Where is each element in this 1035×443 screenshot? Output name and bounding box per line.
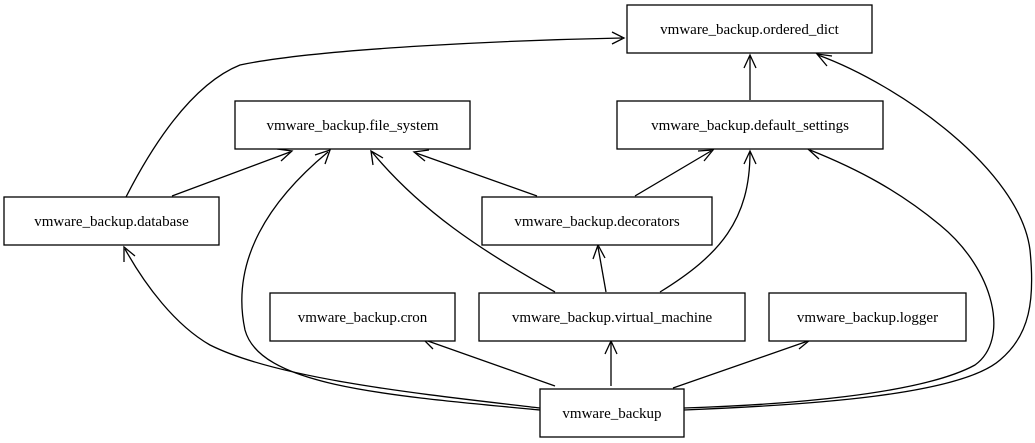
arrowhead-ordered-dict-bottom bbox=[743, 53, 757, 69]
edge-virtual-machine-to-default-settings bbox=[659, 151, 751, 293]
edge-virtual-machine-to-decorators bbox=[597, 246, 607, 293]
node-file-system[interactable]: vmware_backup.file_system bbox=[234, 100, 471, 150]
node-database[interactable]: vmware_backup.database bbox=[3, 196, 220, 246]
edge-virtual-machine-to-file-system bbox=[371, 151, 556, 293]
edge-root-to-cron bbox=[424, 339, 556, 387]
arrowhead-file-system-b bbox=[412, 149, 430, 162]
node-default-settings[interactable]: vmware_backup.default_settings bbox=[616, 100, 884, 150]
arrowhead-database bbox=[123, 245, 136, 262]
node-label-ordered-dict: vmware_backup.ordered_dict bbox=[660, 22, 840, 38]
node-label-database: vmware_backup.database bbox=[34, 214, 189, 230]
edges bbox=[123, 31, 1033, 411]
edge-root-to-default-settings bbox=[683, 149, 995, 409]
node-logger[interactable]: vmware_backup.logger bbox=[768, 292, 967, 342]
node-label-logger: vmware_backup.logger bbox=[797, 310, 938, 326]
edge-decorators-to-file-system bbox=[415, 152, 538, 197]
edge-root-to-logger bbox=[672, 340, 809, 389]
arrowhead-default-settings-b bbox=[743, 149, 757, 165]
edge-database-to-ordered-dict bbox=[125, 37, 623, 198]
nodes: vmware_backup.ordered_dict vmware_backup… bbox=[3, 4, 967, 438]
arrowhead-default-settings-a bbox=[697, 149, 715, 162]
arrowhead-ordered-dict-left bbox=[611, 31, 626, 45]
edge-root-to-database bbox=[124, 248, 541, 409]
node-decorators[interactable]: vmware_backup.decorators bbox=[481, 196, 713, 246]
node-label-file-system: vmware_backup.file_system bbox=[266, 118, 438, 134]
node-root[interactable]: vmware_backup bbox=[539, 388, 685, 438]
node-label-default-settings: vmware_backup.default_settings bbox=[651, 118, 849, 134]
edge-root-to-ordered-dict bbox=[683, 54, 1033, 411]
edge-decorators-to-default-settings bbox=[634, 150, 712, 197]
node-virtual-machine[interactable]: vmware_backup.virtual_machine bbox=[478, 292, 746, 342]
arrowhead-ordered-dict-right bbox=[815, 53, 833, 67]
node-label-virtual-machine: vmware_backup.virtual_machine bbox=[512, 310, 713, 326]
node-label-cron: vmware_backup.cron bbox=[298, 310, 428, 326]
edge-root-to-file-system bbox=[241, 151, 541, 411]
arrowhead-file-system-a bbox=[276, 148, 294, 162]
node-label-root: vmware_backup bbox=[562, 406, 661, 422]
node-label-decorators: vmware_backup.decorators bbox=[514, 214, 680, 230]
node-ordered-dict[interactable]: vmware_backup.ordered_dict bbox=[626, 4, 873, 54]
arrowhead-file-system-c bbox=[370, 149, 384, 166]
arrowhead-file-system-d bbox=[314, 148, 332, 165]
edge-database-to-file-system bbox=[171, 151, 291, 197]
node-cron[interactable]: vmware_backup.cron bbox=[269, 292, 456, 342]
